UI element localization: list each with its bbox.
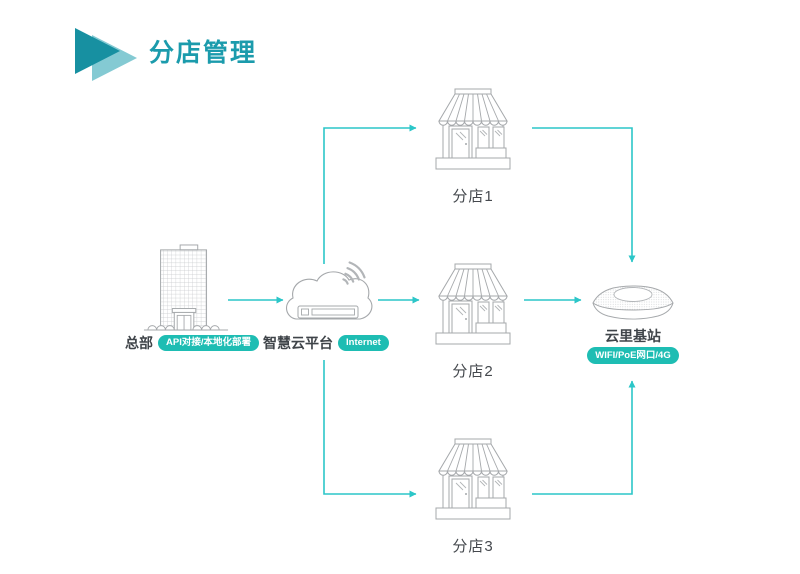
store-icon [432, 88, 514, 170]
base-station-icon [588, 284, 678, 322]
store-icon [432, 438, 514, 520]
headquarters-caption: 总部 API对接/本地化部署 [125, 333, 259, 353]
cloud-platform-icon [282, 260, 377, 332]
cloud-badge: Internet [338, 334, 389, 352]
station-label: 云里基站 [605, 328, 661, 344]
headquarters-building-icon [142, 243, 230, 333]
station-badge-box: WIFI/PoE网口/4G [570, 347, 696, 364]
store-icon [432, 263, 514, 345]
header-play-icon [75, 28, 137, 81]
branch-node-3: 分店3 [432, 438, 514, 556]
branch-node-2: 分店2 [432, 263, 514, 381]
station-caption: 云里基站 [573, 326, 693, 346]
cloud-caption: 智慧云平台 Internet [263, 333, 389, 353]
cloud-label: 智慧云平台 [263, 335, 333, 351]
arrow-cloud-to-branch3 [323, 360, 417, 498]
arrow-branch1-to-station [532, 127, 636, 263]
arrow-cloud-to-branch1 [323, 124, 417, 264]
headquarters-badge: API对接/本地化部署 [158, 334, 259, 352]
station-badge: WIFI/PoE网口/4G [587, 347, 679, 364]
arrow-branch3-to-station [532, 380, 636, 495]
branch-label-1: 分店1 [452, 188, 494, 205]
branch-label-2: 分店2 [452, 363, 494, 380]
branch-label-3: 分店3 [452, 538, 494, 555]
headquarters-label: 总部 [125, 335, 153, 351]
page-title: 分店管理 [149, 39, 258, 67]
branch-node-1: 分店1 [432, 88, 514, 206]
